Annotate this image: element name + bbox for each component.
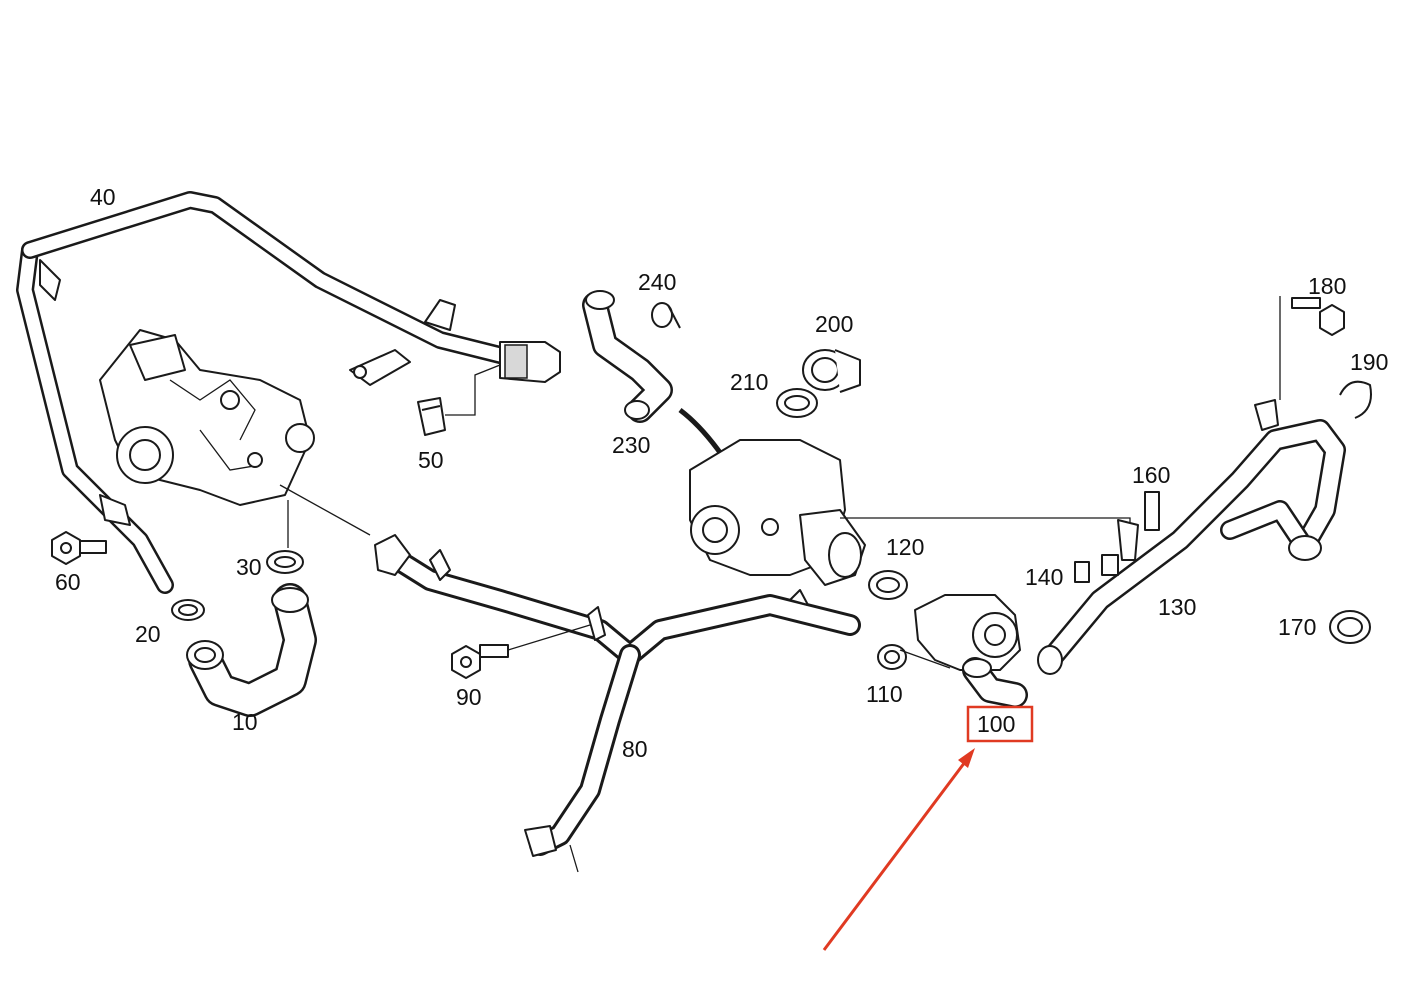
label-90: 90 <box>456 684 482 710</box>
clamp-110 <box>877 644 951 670</box>
thermostat-housing <box>689 439 1131 586</box>
clamp-20 <box>171 599 205 621</box>
clip-140 <box>1074 554 1119 583</box>
label-180: 180 <box>1308 273 1346 299</box>
label-30: 30 <box>236 554 262 580</box>
highlight-arrow <box>822 748 975 951</box>
label-140: 140 <box>1025 564 1063 590</box>
clip-160 <box>1144 491 1160 531</box>
label-50: 50 <box>418 447 444 473</box>
seal-200 <box>802 349 861 393</box>
hose-10 <box>186 583 317 717</box>
label-100: 100 <box>977 711 1015 737</box>
part-100-valve <box>914 594 1028 708</box>
bolt-90 <box>451 624 591 679</box>
clamp-120 <box>868 570 908 600</box>
label-60: 60 <box>55 569 81 595</box>
clamp-210 <box>776 388 818 418</box>
label-130: 130 <box>1158 594 1196 620</box>
label-170: 170 <box>1278 614 1316 640</box>
label-10: 10 <box>232 709 258 735</box>
label-160: 160 <box>1132 462 1170 488</box>
bolt-60 <box>51 531 107 565</box>
pipe-130 <box>1037 399 1346 675</box>
label-210: 210 <box>730 369 768 395</box>
label-200: 200 <box>815 311 853 337</box>
clamp-190 <box>1339 380 1372 419</box>
label-80: 80 <box>622 736 648 762</box>
clip-240 <box>651 302 681 329</box>
hose-230 <box>582 290 673 423</box>
bolt-180 <box>1279 296 1345 400</box>
pipe-80 <box>279 484 861 873</box>
label-120: 120 <box>886 534 924 560</box>
clip-50 <box>417 364 501 436</box>
clamp-170 <box>1329 610 1371 644</box>
clamp-30 <box>266 500 304 574</box>
pipe-40 <box>16 191 561 594</box>
label-20: 20 <box>135 621 161 647</box>
label-110: 110 <box>866 681 903 707</box>
label-40: 40 <box>90 184 116 210</box>
pump-housing <box>99 329 315 506</box>
label-230: 230 <box>612 432 650 458</box>
label-240: 240 <box>638 269 676 295</box>
highlight-box-100 <box>966 705 1034 743</box>
label-190: 190 <box>1350 349 1388 375</box>
